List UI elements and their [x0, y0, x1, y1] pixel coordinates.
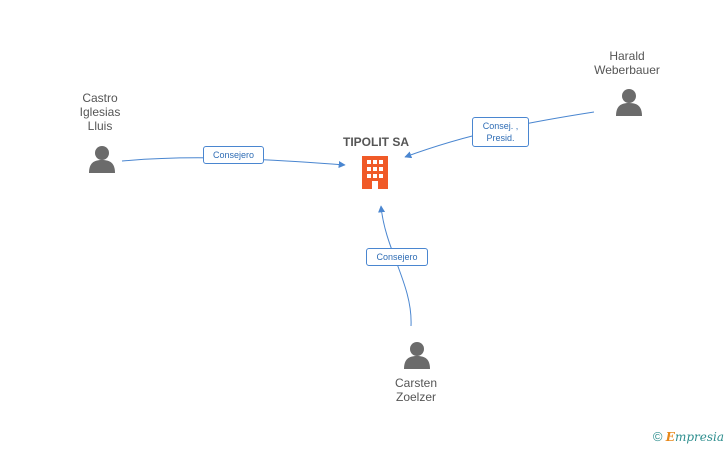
person-icon[interactable]: [89, 146, 115, 173]
edge-label-castro[interactable]: Consejero: [203, 146, 264, 164]
building-icon[interactable]: [362, 156, 388, 189]
brand-initial: E: [665, 430, 675, 444]
person-name-carsten[interactable]: Carsten Zoelzer: [394, 376, 438, 404]
edge-label-harald[interactable]: Consej. , Presid.: [472, 117, 529, 147]
edge-carsten: [378, 205, 412, 327]
copyright-symbol: ©: [652, 429, 663, 444]
empresia-logo: © Empresia: [653, 429, 724, 444]
person-icon[interactable]: [404, 342, 430, 369]
brand-name: mpresia: [674, 430, 724, 444]
company-name[interactable]: TIPOLIT SA: [343, 135, 409, 149]
person-name-harald[interactable]: Harald Weberbauer: [594, 49, 660, 77]
edge-label-carsten[interactable]: Consejero: [366, 248, 428, 266]
person-name-castro[interactable]: Castro Iglesias Lluis: [79, 91, 121, 133]
person-icon[interactable]: [616, 89, 642, 116]
